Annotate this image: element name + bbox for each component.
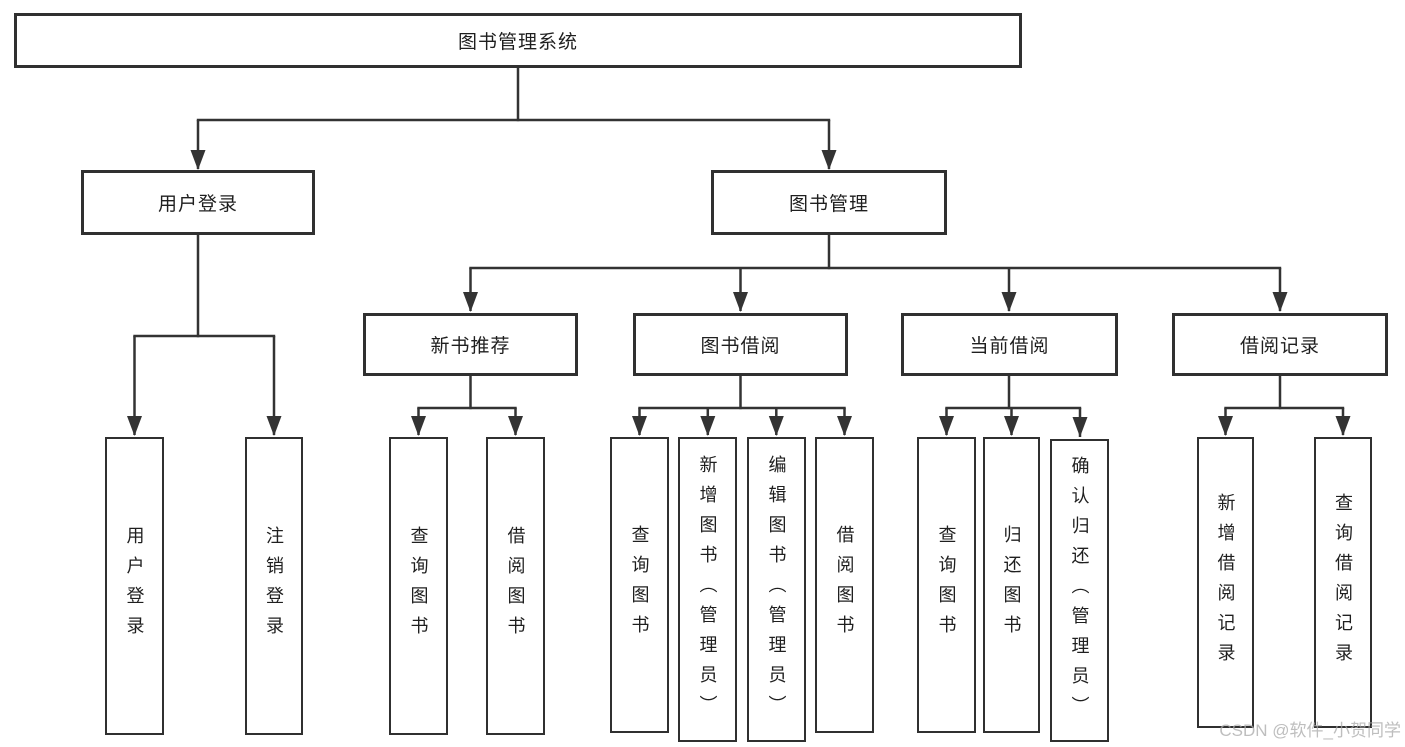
- leaf-query-borrow-record-label: 查询借阅记录: [1333, 492, 1353, 673]
- leaf-borrow-borrow-books-label: 借阅图书: [834, 525, 855, 645]
- leaf-confirm-return-admin: 确认归还（管理员）: [1050, 439, 1109, 742]
- leaf-new-books-query-books-label: 查询图书: [408, 526, 429, 646]
- leaf-confirm-return-admin-label: 确认归还（管理员）: [1069, 455, 1090, 726]
- connector-book-management-branch: [463, 235, 1288, 312]
- node-book-borrow-label: 图书借阅: [700, 336, 781, 357]
- leaf-logout-label: 注销登录: [264, 526, 284, 646]
- node-new-book-recommend: 新书推荐: [363, 313, 578, 376]
- leaf-add-borrow-record: 新增借阅记录: [1197, 437, 1254, 728]
- leaf-user-login-label: 用户登录: [124, 526, 145, 646]
- node-user-login-label: 用户登录: [157, 194, 238, 215]
- node-user-login: 用户登录: [81, 170, 315, 235]
- csdn-watermark: CSDN @软件_小贺同学: [1219, 721, 1401, 740]
- node-new-book-recommend-label: 新书推荐: [430, 336, 511, 357]
- leaf-query-borrow-record: 查询借阅记录: [1314, 437, 1372, 728]
- leaf-logout: 注销登录: [245, 437, 303, 735]
- node-current-borrow-label: 当前借阅: [969, 336, 1050, 357]
- leaf-add-book-admin: 新增图书（管理员）: [678, 437, 737, 742]
- node-root: 图书管理系统: [14, 13, 1022, 68]
- leaf-return-books-label: 归还图书: [1001, 525, 1022, 645]
- leaf-add-borrow-record-label: 新增借阅记录: [1215, 492, 1236, 673]
- node-borrow-records-label: 借阅记录: [1239, 336, 1320, 357]
- leaf-new-books-query-books: 查询图书: [389, 437, 448, 735]
- node-book-borrow: 图书借阅: [633, 313, 848, 376]
- connector-root-to-level2: [190, 68, 837, 170]
- leaf-borrow-borrow-books: 借阅图书: [815, 437, 874, 733]
- connector-user-login-branch: [127, 235, 282, 436]
- node-book-management: 图书管理: [711, 170, 947, 235]
- leaf-user-login: 用户登录: [105, 437, 164, 735]
- leaf-new-books-borrow-books-label: 借阅图书: [505, 526, 526, 646]
- connector-current-borrow-branch: [939, 376, 1088, 437]
- node-book-management-label: 图书管理: [788, 194, 869, 215]
- leaf-borrow-query-books: 查询图书: [610, 437, 669, 733]
- leaf-add-book-admin-label: 新增图书（管理员）: [697, 454, 718, 725]
- leaf-current-query-books-label: 查询图书: [936, 525, 957, 645]
- node-root-label: 图书管理系统: [457, 32, 578, 53]
- leaf-edit-book-admin: 编辑图书（管理员）: [747, 437, 806, 742]
- connector-book-borrow-branch: [632, 376, 852, 436]
- leaf-edit-book-admin-label: 编辑图书（管理员）: [766, 454, 787, 725]
- connector-borrow-records-branch: [1218, 376, 1351, 436]
- leaf-borrow-query-books-label: 查询图书: [629, 525, 650, 645]
- node-current-borrow: 当前借阅: [901, 313, 1118, 376]
- node-borrow-records: 借阅记录: [1172, 313, 1388, 376]
- leaf-new-books-borrow-books: 借阅图书: [486, 437, 545, 735]
- connector-new-book-branch: [411, 376, 523, 436]
- leaf-current-query-books: 查询图书: [917, 437, 976, 733]
- leaf-return-books: 归还图书: [983, 437, 1040, 733]
